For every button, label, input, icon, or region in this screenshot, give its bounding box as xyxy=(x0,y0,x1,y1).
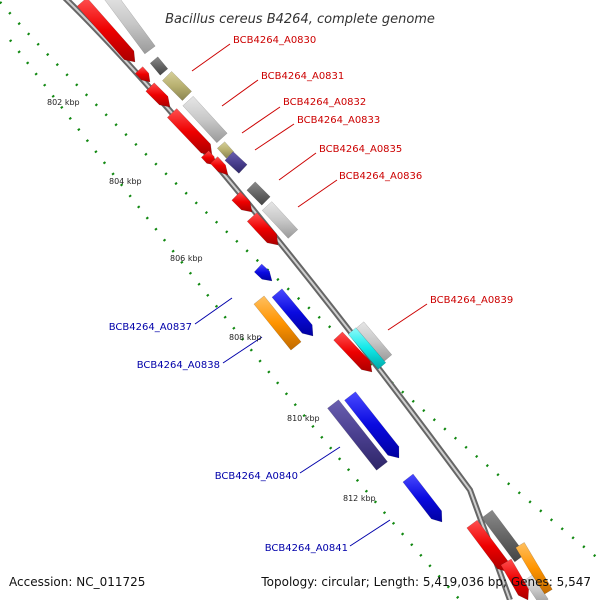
gene-label-a0831[interactable]: BCB4264_A0831 xyxy=(261,71,344,82)
gene-red-edge[interactable] xyxy=(500,558,529,600)
gene-a0836-arrow[interactable] xyxy=(246,212,279,246)
gene-red-tiny[interactable] xyxy=(209,156,229,176)
accession-text: Accession: NC_011725 xyxy=(9,575,145,589)
gene-label-a0833[interactable]: BCB4264_A0833 xyxy=(297,115,380,126)
gene-a0832-domain[interactable] xyxy=(182,95,228,144)
gene-a0840-domain[interactable] xyxy=(327,399,388,471)
scale-label: 808 kbp xyxy=(229,333,262,342)
gene-a0832-arrow[interactable] xyxy=(166,108,213,156)
gene-label-a0841[interactable]: BCB4264_A0841 xyxy=(265,543,348,554)
gene-a0838-domain[interactable] xyxy=(253,295,302,351)
scale-labels: 802 kbp 804 kbp 806 kbp 808 kbp 810 kbp … xyxy=(47,98,376,503)
gene-label-a0840[interactable]: BCB4264_A0840 xyxy=(215,471,298,482)
gene-olive-small[interactable] xyxy=(216,141,235,159)
gene-a0836-domain[interactable] xyxy=(261,201,299,239)
gene-dark-b[interactable] xyxy=(246,181,271,206)
gene-navy-small[interactable] xyxy=(224,151,248,174)
gene-blue-small[interactable] xyxy=(253,263,273,282)
gene-red-small[interactable] xyxy=(134,66,151,83)
gene-a0839-arrow[interactable] xyxy=(333,331,373,373)
gene-labels: BCB4264_A0830 BCB4264_A0831 BCB4264_A083… xyxy=(109,35,514,554)
gene-label-a0830[interactable]: BCB4264_A0830 xyxy=(233,35,316,46)
gene-a0837-arrow[interactable] xyxy=(271,288,314,337)
gene-label-a0835[interactable]: BCB4264_A0835 xyxy=(319,144,402,155)
gene-dark-a[interactable] xyxy=(149,56,169,76)
map-title: Bacillus cereus B4264, complete genome xyxy=(165,12,435,27)
gene-a0840-arrow[interactable] xyxy=(344,391,400,459)
gc-track-outer xyxy=(0,1,600,561)
reverse-leaders xyxy=(191,43,428,331)
scale-label: 806 kbp xyxy=(170,254,203,263)
scale-label: 804 kbp xyxy=(109,177,142,186)
gene-a0830-domain[interactable] xyxy=(104,0,156,55)
gene-a0841-arrow[interactable] xyxy=(402,473,443,523)
gene-label-a0839[interactable]: BCB4264_A0839 xyxy=(430,295,513,306)
gene-features xyxy=(76,0,553,600)
scale-label: 802 kbp xyxy=(47,98,80,107)
forward-leaders xyxy=(194,297,391,547)
gene-gray-edge[interactable] xyxy=(523,574,549,600)
gene-label-a0838[interactable]: BCB4264_A0838 xyxy=(137,360,220,371)
scale-label: 810 kbp xyxy=(287,414,320,423)
gc-track-inner xyxy=(9,39,461,600)
gene-label-a0836[interactable]: BCB4264_A0836 xyxy=(339,171,422,182)
gene-a0835-arrow[interactable] xyxy=(231,191,253,213)
gene-label-a0837[interactable]: BCB4264_A0837 xyxy=(109,322,192,333)
gene-a0831-domain[interactable] xyxy=(162,71,192,101)
gene-a0831-arrow[interactable] xyxy=(145,82,171,108)
gene-a0830-arrow[interactable] xyxy=(76,0,136,63)
scale-label: 812 kbp xyxy=(343,494,376,503)
gene-label-a0832[interactable]: BCB4264_A0832 xyxy=(283,97,366,108)
gene-a0839-cyan[interactable] xyxy=(347,327,387,370)
topology-text: Topology: circular; Length: 5,419,036 bp… xyxy=(260,575,591,589)
